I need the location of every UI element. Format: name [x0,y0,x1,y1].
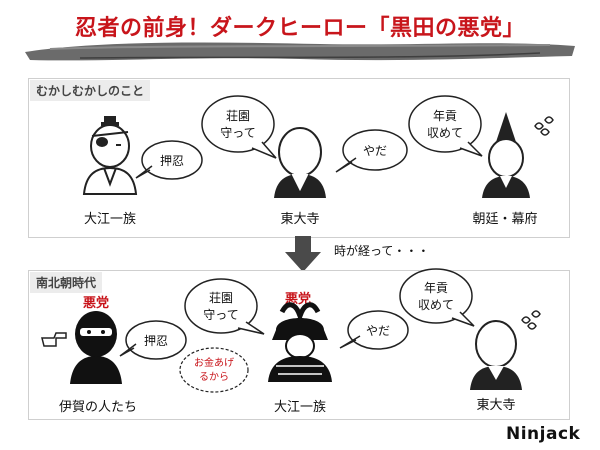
bubble-shoen-top-line2: 守って [220,126,255,140]
bubble-oshi-top: 押忍 [135,140,203,180]
bubble-yada-bottom-text: やだ [366,324,390,338]
pointing-hand-icon [41,332,67,347]
caption-todaiji-top: 東大寺 [280,212,320,227]
panel-label-ancient: むかしむかしのこと [30,80,151,101]
todaiji-monk-figure-bottom [470,320,522,390]
caption-oe-clan-top: 大江一族 [83,212,136,227]
bubble-oshi-bottom: 押忍 [119,320,187,360]
bubble-okane: お金あげ るから [179,347,249,393]
bubble-shoen-bottom-line2: 守って [203,308,238,322]
bubble-okane-line1: お金あげ [194,356,234,369]
oe-clan-figure [82,116,138,195]
time-passes-text: 時が経って・・・ [334,244,430,258]
bubble-nengu-bottom-line1: 年貢 [424,281,448,295]
bubble-nengu-top-line1: 年貢 [433,109,457,123]
bubble-nengu-top-line2: 収めて [427,126,463,140]
bubble-yada-top-text: やだ [363,144,387,158]
panel-label-nanbokucho: 南北朝時代 [30,272,103,293]
caption-court-shogunate: 朝廷・幕府 [472,212,538,227]
bubble-shoen-bottom-line1: 荘園 [209,291,233,305]
bubble-nengu-top: 年貢 収めて [408,95,483,157]
bubble-shoen-top: 荘園 守って [201,95,277,159]
brush-stroke-divider [25,42,575,61]
top-scene: 押忍 荘園 守って やだ 年貢 収めて [82,95,554,198]
oe-samurai-figure [268,302,332,382]
bubble-oshi-bottom-text: 押忍 [144,334,168,348]
caption-oe-clan-bottom: 大江一族 [273,400,326,415]
eyepatch-icon [96,137,108,147]
todaiji-monk-figure-top [274,127,326,198]
page-title: 忍者の前身！ダークヒーロー「黒田の悪党」 [74,16,525,41]
sweat-drops-icon [534,116,554,136]
bubble-oshi-top-text: 押忍 [160,154,184,168]
iga-ninja-figure [70,311,122,384]
court-official-figure [482,112,530,198]
bubble-shoen-top-line1: 荘園 [226,109,250,123]
caption-iga-people: 伊賀の人たち [58,400,137,415]
bubble-okane-line2: るから [199,371,229,383]
bubble-yada-bottom: やだ [339,310,409,350]
down-arrow-icon [285,236,321,272]
sweat-drops-icon-bottom [521,310,541,330]
caption-todaiji-bottom: 東大寺 [476,398,516,413]
bubble-nengu-bottom: 年貢 収めて [399,268,475,327]
bubble-nengu-bottom-line2: 収めて [418,298,454,312]
akuto-label-iga: 悪党 [82,296,109,311]
ninjack-logo: Ninjack [506,424,581,444]
bubble-yada-top: やだ [335,129,408,173]
bubble-shoen-bottom: 荘園 守って [184,278,265,335]
